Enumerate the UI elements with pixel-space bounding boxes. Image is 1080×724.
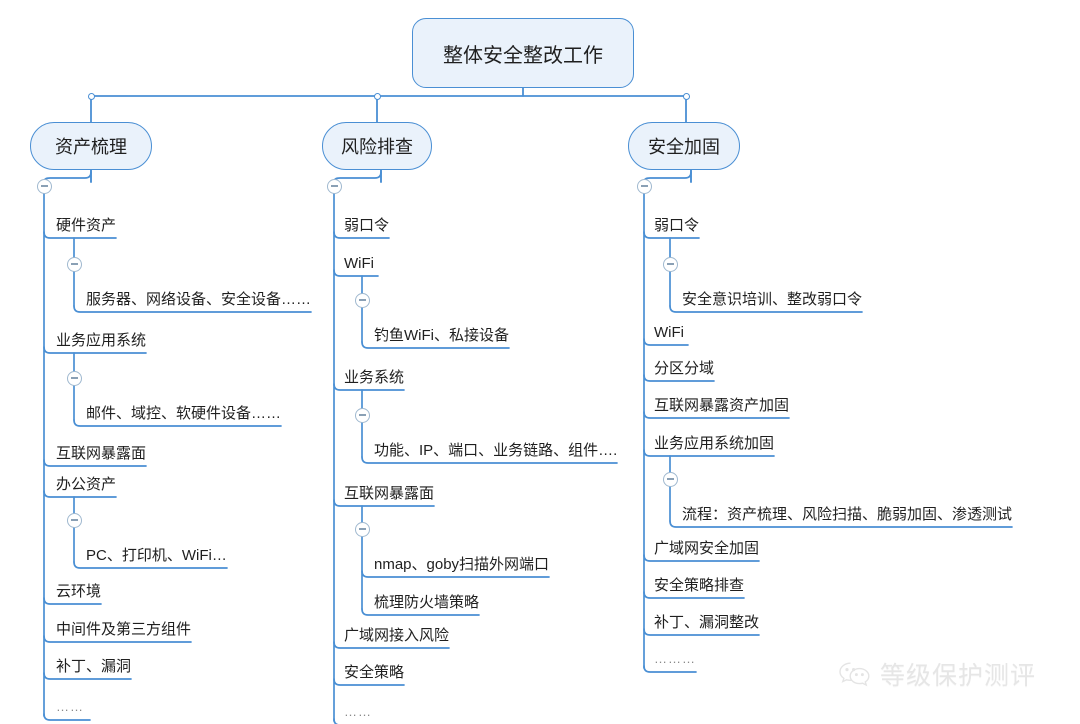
- collapse-toggle-branch-0[interactable]: [36, 178, 52, 194]
- leaf-label-1-1[interactable]: WiFi: [344, 255, 374, 272]
- wechat-icon: [839, 662, 870, 687]
- leaf-label-0-6[interactable]: 补丁、漏洞: [56, 658, 132, 675]
- sub-leaf-label-1-3-1[interactable]: 梳理防火墙策略: [374, 594, 480, 611]
- branch-node-security-hardening[interactable]: 安全加固: [628, 122, 740, 170]
- leaf-label-2-8[interactable]: ………: [654, 651, 696, 666]
- leaf-label-1-5[interactable]: 安全策略: [344, 664, 405, 681]
- collapse-toggle-sub-0-0[interactable]: [66, 256, 82, 272]
- leaf-label-0-1[interactable]: 业务应用系统: [56, 332, 147, 349]
- watermark: 等级保护测评: [838, 656, 1036, 692]
- junction-dot-right: [682, 92, 690, 100]
- branch-node-label: 安全加固: [648, 137, 720, 157]
- leaf-label-2-6[interactable]: 安全策略排查: [654, 577, 745, 594]
- sub-leaf-label-1-3-0[interactable]: nmap、goby扫描外网端口: [374, 556, 550, 573]
- branch-node-label: 风险排查: [341, 137, 413, 157]
- collapse-toggle-sub-0-1[interactable]: [66, 370, 82, 386]
- leaf-label-2-5[interactable]: 广域网安全加固: [654, 540, 760, 557]
- root-node-label: 整体安全整改工作: [443, 44, 603, 67]
- leaf-label-1-2[interactable]: 业务系统: [344, 369, 405, 386]
- leaf-label-1-4[interactable]: 广域网接入风险: [344, 627, 450, 644]
- collapse-toggle-sub-2-4[interactable]: [662, 471, 678, 487]
- collapse-toggle-sub-1-3[interactable]: [354, 521, 370, 537]
- leaf-label-0-7[interactable]: ……: [56, 699, 84, 714]
- collapse-toggle-sub-0-3[interactable]: [66, 512, 82, 528]
- sub-leaf-label-0-0-0[interactable]: 服务器、网络设备、安全设备……: [86, 291, 312, 308]
- root-node[interactable]: 整体安全整改工作: [412, 18, 634, 88]
- sub-leaf-label-2-0-0[interactable]: 安全意识培训、整改弱口令: [682, 291, 863, 308]
- collapse-toggle-branch-1[interactable]: [326, 178, 342, 194]
- leaf-label-1-0[interactable]: 弱口令: [344, 217, 390, 234]
- collapse-toggle-sub-1-1[interactable]: [354, 292, 370, 308]
- collapse-toggle-branch-2[interactable]: [636, 178, 652, 194]
- leaf-label-2-2[interactable]: 分区分域: [654, 360, 715, 377]
- sub-leaf-label-2-4-0[interactable]: 流程：资产梳理、风险扫描、脆弱加固、渗透测试: [682, 506, 1013, 523]
- leaf-label-0-3[interactable]: 办公资产: [56, 476, 117, 493]
- leaf-label-0-5[interactable]: 中间件及第三方组件: [56, 621, 192, 638]
- leaf-label-2-1[interactable]: WiFi: [654, 324, 684, 341]
- branch-node-asset-inventory[interactable]: 资产梳理: [30, 122, 152, 170]
- branch-node-risk-investigation[interactable]: 风险排查: [322, 122, 432, 170]
- sub-leaf-label-1-1-0[interactable]: 钓鱼WiFi、私接设备: [374, 327, 509, 344]
- leaf-label-1-3[interactable]: 互联网暴露面: [344, 485, 435, 502]
- collapse-toggle-sub-2-0[interactable]: [662, 256, 678, 272]
- sub-leaf-label-0-1-0[interactable]: 邮件、域控、软硬件设备……: [86, 405, 282, 422]
- collapse-toggle-sub-1-2[interactable]: [354, 407, 370, 423]
- junction-dot-center: [373, 92, 381, 100]
- leaf-label-2-7[interactable]: 补丁、漏洞整改: [654, 614, 760, 631]
- watermark-text: 等级保护测评: [880, 662, 1037, 690]
- leaf-label-0-0[interactable]: 硬件资产: [56, 217, 117, 234]
- junction-dot-left: [87, 92, 95, 100]
- leaf-label-0-4[interactable]: 云环境: [56, 583, 102, 600]
- sub-leaf-label-0-3-0[interactable]: PC、打印机、WiFi…: [86, 547, 227, 564]
- leaf-label-1-6[interactable]: ……: [344, 704, 372, 719]
- leaf-label-2-3[interactable]: 互联网暴露资产加固: [654, 397, 790, 414]
- sub-leaf-label-1-2-0[interactable]: 功能、IP、端口、业务链路、组件….: [374, 442, 618, 459]
- leaf-label-2-0[interactable]: 弱口令: [654, 217, 700, 234]
- branch-node-label: 资产梳理: [55, 137, 127, 157]
- leaf-label-2-4[interactable]: 业务应用系统加固: [654, 435, 775, 452]
- leaf-label-0-2[interactable]: 互联网暴露面: [56, 445, 147, 462]
